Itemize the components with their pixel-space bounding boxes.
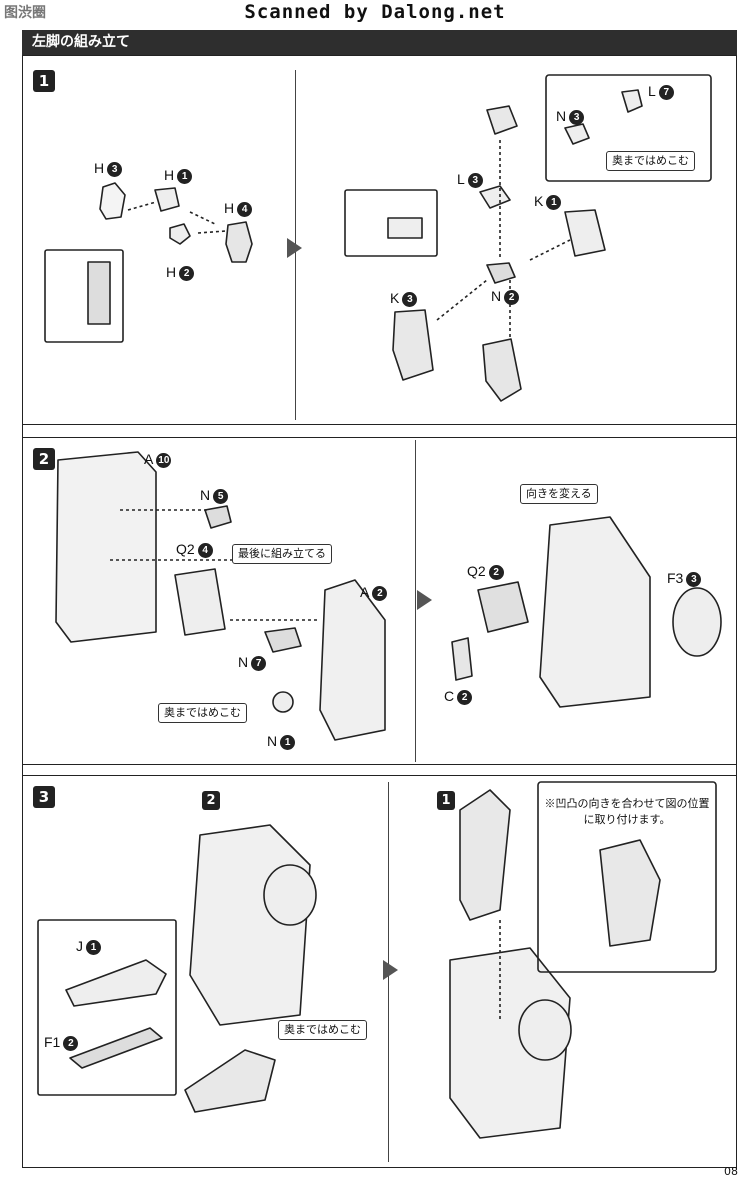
step2-divider [415,440,416,762]
flow-arrow-3 [383,960,398,980]
part-assembled-leg [539,516,651,708]
step3-panel [22,775,737,1168]
part-heel [184,1049,276,1113]
inset-box-j [37,919,177,1096]
part-q24 [174,568,226,636]
inset-box-h [44,249,124,343]
part-upper-joint [486,105,518,135]
step-number-3: 3 [33,786,55,808]
part-j1 [65,959,167,1007]
inset-part-h [87,261,111,325]
step1-panel [22,55,737,425]
step2-panel [22,437,737,765]
part-step1-assembly [459,789,511,921]
step-number-1: 1 [33,70,55,92]
site-logo: 图渋圈 [4,5,46,21]
section-title: 左脚の組み立て [32,34,130,50]
part-a2 [319,579,386,741]
flow-arrow-2 [417,590,432,610]
section-header: 左脚の組み立て [22,30,737,55]
flow-arrow-1 [287,238,302,258]
part-h4 [225,221,253,263]
part-h2 [169,223,191,245]
part-lower-joint [482,338,522,402]
page-number: 08 [724,1165,738,1178]
part-h1 [154,187,180,212]
part-q22 [477,581,529,633]
part-n5 [204,505,232,529]
part-n1 [272,691,294,713]
callout-change-direction: 向きを変える [520,484,598,504]
part-f12 [69,1027,163,1069]
remark-align-notches: ※凹凸の向きを合わせて図の位置に取り付けます。 [544,798,710,826]
part-k3 [392,309,434,381]
note-insert-fully-1: 奥まではめこむ [606,151,695,171]
part-l3 [479,185,511,209]
ref-step-1: 1 [437,791,455,810]
inset-box-ln [545,74,712,182]
step-number-2: 2 [33,448,55,470]
part-n2 [486,262,516,284]
callout-assemble-last: 最後に組み立てる [232,544,332,564]
note-insert-fully-2: 奥まではめこむ [158,703,247,723]
part-c2 [451,637,473,681]
part-h3 [99,182,126,220]
ref-step-2: 2 [202,791,220,810]
part-final-leg [449,947,571,1139]
part-f33 [672,587,722,657]
inset-box-n2 [344,189,438,257]
part-k1 [564,209,606,257]
note-insert-fully-3: 奥まではめこむ [278,1020,367,1040]
inset-box-remark [537,781,717,973]
part-a10 [55,451,157,643]
scan-watermark: Scanned by Dalong.net [244,1,506,23]
part-n7 [264,627,302,653]
